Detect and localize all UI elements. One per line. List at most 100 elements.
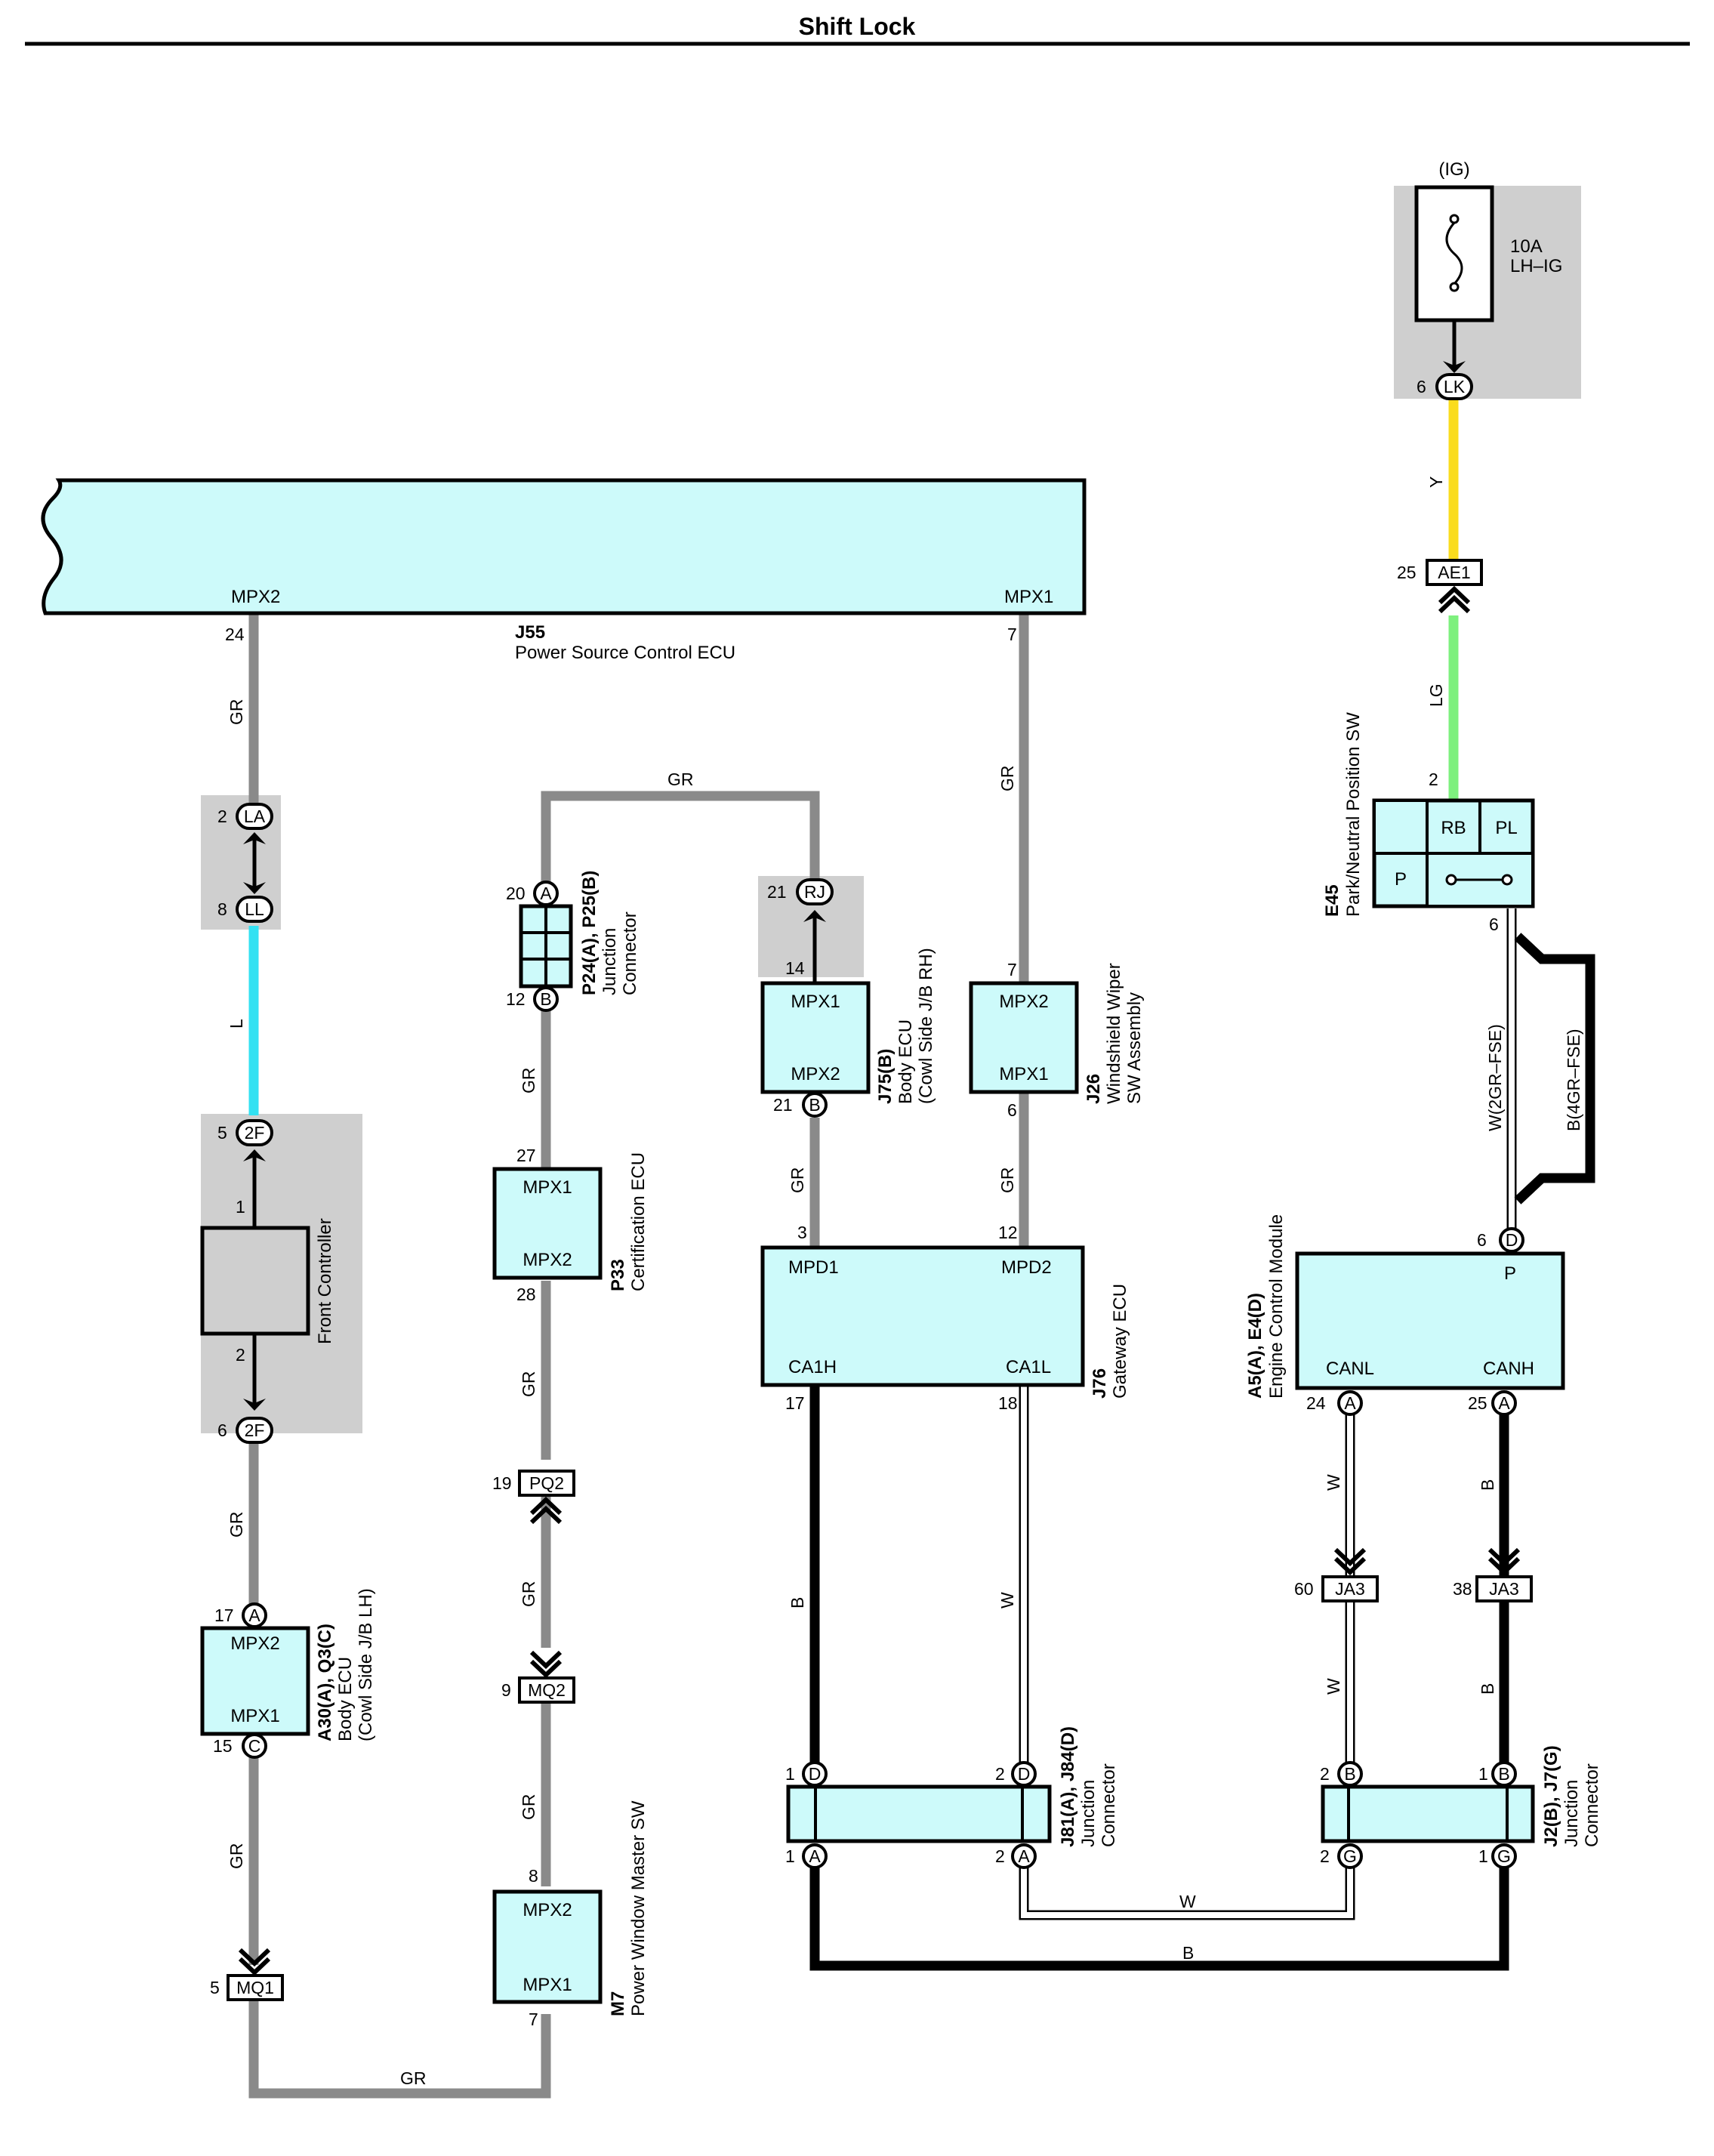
mq1-label: MQ1	[236, 1978, 274, 1997]
front-controller-name: Front Controller	[315, 1218, 335, 1344]
fuse-arrow-down	[1443, 361, 1466, 373]
m7-pin-bot: 7	[529, 2009, 538, 2029]
ll-connector	[236, 896, 273, 923]
j81-id: J81(A), J84(D)	[1058, 1726, 1078, 1847]
a5-term-canh: CANH	[1483, 1359, 1534, 1379]
j26-id: J26	[1084, 1074, 1104, 1104]
a5-pin-canh: 25	[1468, 1393, 1487, 1413]
lk-pin: 6	[1417, 377, 1426, 396]
j26-pin-top: 7	[1007, 960, 1017, 979]
a5-ring-canl-label: A	[1344, 1393, 1356, 1413]
j75-name2: (Cowl Side J/B RH)	[916, 948, 936, 1104]
rj-label: RJ	[804, 882, 825, 902]
a5-term-p: P	[1504, 1263, 1516, 1284]
wire-label-b-3: B	[1478, 1479, 1497, 1491]
e45-pin-top: 2	[1429, 770, 1438, 789]
mq2-pin: 9	[501, 1680, 511, 1700]
wire-label-gr-6: GR	[519, 1068, 538, 1094]
wire-label-w-4: W	[1324, 1678, 1343, 1695]
j81-body	[786, 1784, 1052, 1843]
m7-term-bot: MPX1	[523, 1975, 572, 1995]
ae1-pin: 25	[1397, 563, 1417, 582]
j2-body	[1321, 1784, 1535, 1843]
j81-pin-2-bot: 2	[995, 1846, 1005, 1866]
ja3-b-connector	[1475, 1575, 1533, 1602]
lk-label: LK	[1444, 377, 1466, 396]
j81-pin-2-top: 2	[995, 1764, 1005, 1784]
m7-pin-top: 8	[529, 1866, 538, 1886]
j2-pin-2-bot: 2	[1320, 1846, 1330, 1866]
m7-body	[492, 1889, 603, 2004]
page-title: Shift Lock	[799, 13, 916, 40]
a30-pin-bot: 15	[213, 1736, 233, 1756]
j55-term-mpx1: MPX1	[1004, 587, 1053, 607]
j2-ring-g1	[1337, 1843, 1363, 1869]
j55-id: J55	[515, 622, 545, 643]
wire-label-w-2gr: W(2GR–FSE)	[1485, 1024, 1505, 1131]
a5-ring-canh-label: A	[1498, 1393, 1510, 1413]
p24-name2: Connector	[620, 911, 640, 995]
j75-term-top: MPX1	[791, 992, 840, 1012]
j76-pin-18: 18	[998, 1393, 1018, 1413]
p24-pin-top: 20	[506, 884, 526, 903]
j26-term-bot: MPX1	[999, 1064, 1048, 1084]
fc-arrow-down	[243, 1399, 266, 1411]
ae1-chevron	[1438, 585, 1471, 614]
rj-pin: 21	[767, 882, 787, 902]
j76-term-ca1l: CA1L	[1006, 1357, 1051, 1377]
j55-pin-24: 24	[225, 625, 245, 644]
a30-ring-top-label: A	[248, 1605, 260, 1625]
wire-label-b-2: B	[1182, 1943, 1194, 1963]
la-label: LA	[244, 807, 266, 826]
wire-label-gr-5: GR	[400, 2068, 427, 2088]
fc-pin-1: 1	[236, 1197, 245, 1217]
wire-label-gr-7: GR	[667, 770, 694, 789]
j76-term-mpd1: MPD1	[788, 1257, 839, 1278]
wire-label-b-4gr: B(4GR–FSE)	[1564, 1029, 1583, 1131]
wire-label-w-1: W	[997, 1592, 1017, 1609]
p33-term-bot: MPX2	[523, 1250, 572, 1270]
fc-conn-bot-label: 2F	[245, 1420, 265, 1440]
wire-label-gr-12: GR	[997, 1167, 1017, 1194]
e45-rb: RB	[1441, 818, 1466, 838]
j26-pin-bot: 6	[1007, 1100, 1017, 1120]
j75-id: J75(B)	[875, 1049, 896, 1104]
p33-id: P33	[608, 1259, 628, 1291]
ae1-connector	[1426, 559, 1483, 586]
wire-b-4gr	[1514, 933, 1595, 1204]
j76-name: Gateway ECU	[1110, 1284, 1130, 1399]
p33-name: Certification ECU	[628, 1152, 649, 1291]
lk-connector	[1435, 373, 1473, 400]
mq2-connector	[518, 1676, 575, 1704]
p24-ring-bot-label: B	[540, 989, 551, 1009]
la-connector	[236, 803, 273, 830]
j75-pin-top: 14	[785, 958, 805, 978]
j2-ring-b2-label: B	[1498, 1764, 1509, 1784]
j2-pin-1-bot: 1	[1478, 1846, 1488, 1866]
j76-pin-17: 17	[785, 1393, 805, 1413]
p24-ring-bot	[533, 986, 559, 1012]
p24-ring-top-label: A	[540, 884, 552, 903]
j81-ring-d2-label: D	[1018, 1764, 1031, 1784]
e45-pl: PL	[1495, 818, 1517, 838]
j75-term-bot: MPX2	[791, 1064, 840, 1084]
pq2-connector	[518, 1470, 575, 1497]
fuse-rating: 10A	[1510, 236, 1543, 257]
la-pin: 2	[217, 807, 227, 826]
j2-name2: Connector	[1582, 1763, 1602, 1847]
a30-term-bot: MPX1	[230, 1706, 279, 1726]
wire-b-bottom-loop	[809, 1854, 1509, 1971]
a5-body	[1295, 1251, 1565, 1390]
p33-pin-top: 27	[516, 1146, 536, 1165]
ja3-b-chevron	[1487, 1547, 1521, 1576]
wire-label-gr-9: GR	[519, 1581, 538, 1608]
fc-conn-bot	[236, 1417, 273, 1444]
j75-name1: Body ECU	[896, 1019, 916, 1104]
j81-ring-a1-label: A	[809, 1846, 821, 1866]
e45-pin-bot: 6	[1489, 915, 1499, 934]
a30-pin-top: 17	[214, 1605, 234, 1625]
wire-label-gr-3: GR	[227, 1512, 246, 1538]
j26-name2: SW Assembly	[1124, 992, 1145, 1104]
ja3-w-label: JA3	[1335, 1579, 1365, 1599]
